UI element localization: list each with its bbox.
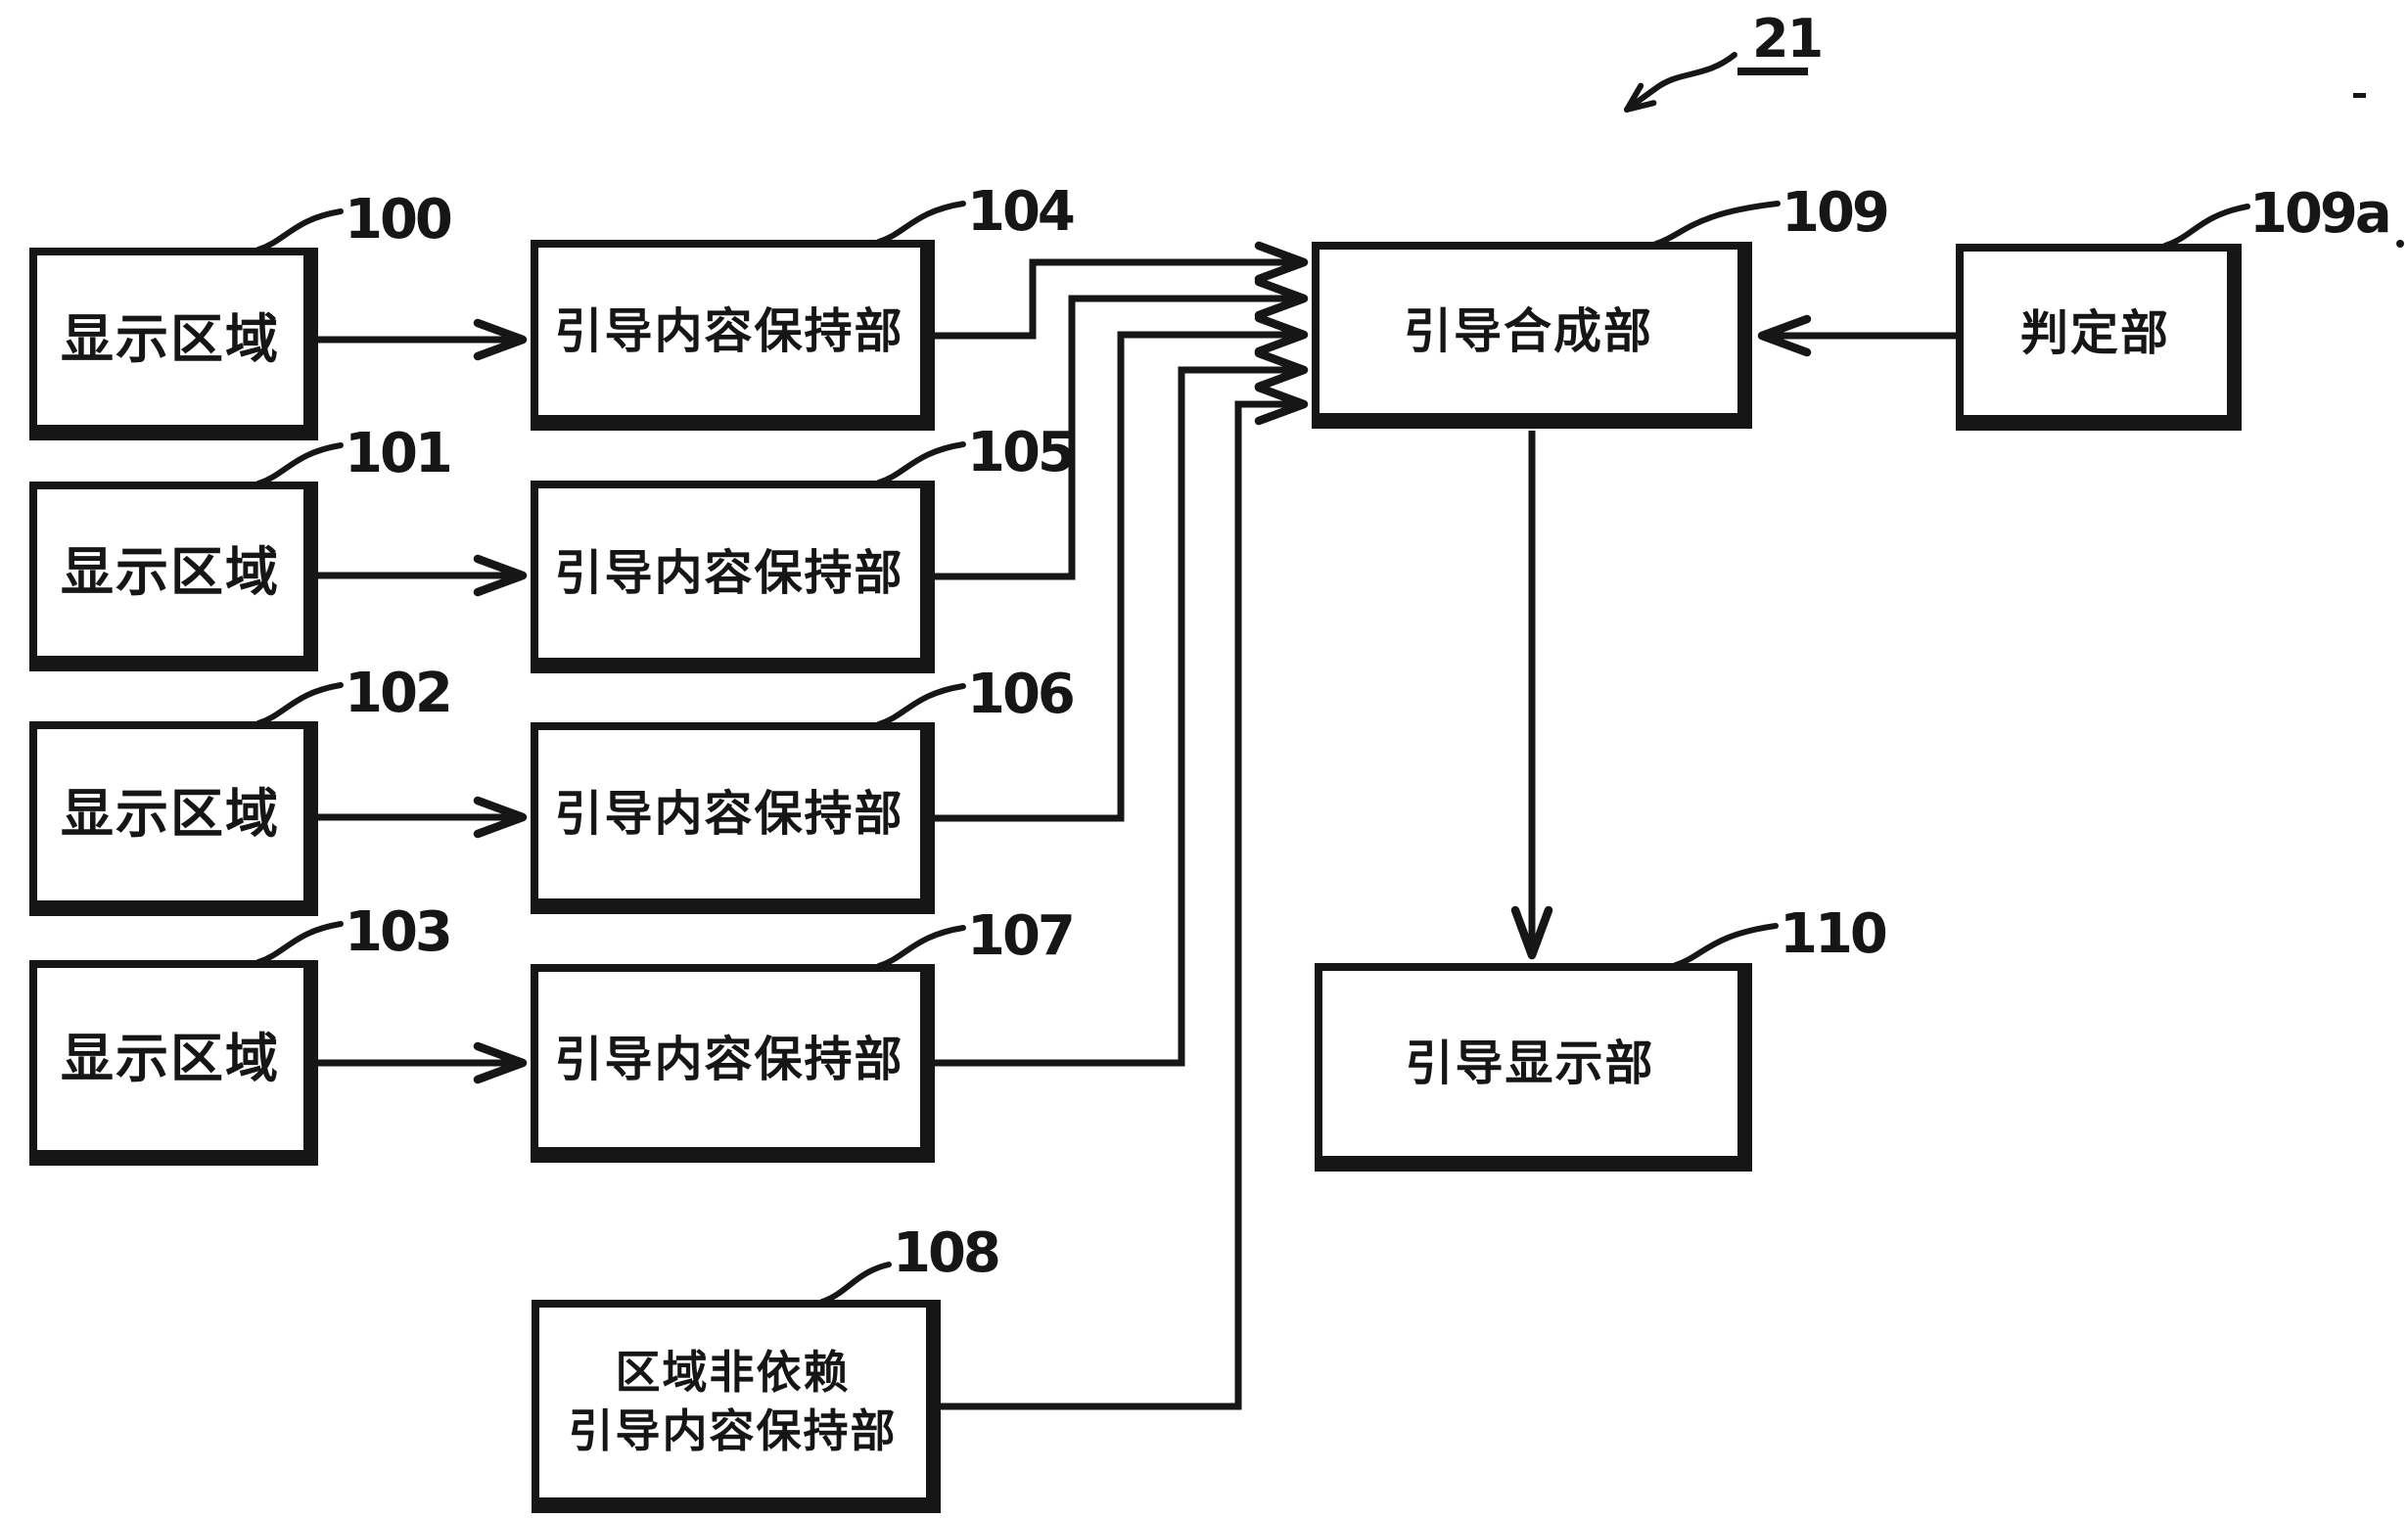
ref-label-101: 101 — [345, 422, 453, 485]
leader-102 — [255, 682, 344, 726]
guidance-content-holder-box-104: 引导内容保持部 — [531, 240, 935, 431]
area-independent-line2: 引导内容保持部 — [568, 1404, 898, 1457]
figure-number: 21 — [1752, 8, 1824, 69]
guidance-content-holder-label-107: 引导内容保持部 — [554, 1031, 904, 1087]
leader-110 — [1673, 923, 1779, 968]
guidance-synthesis-label-109: 引导合成部 — [1403, 302, 1653, 359]
guidance-synthesis-box-109: 引导合成部 — [1312, 242, 1752, 429]
ref-label-106: 106 — [967, 663, 1076, 726]
guidance-content-holder-box-107: 引导内容保持部 — [531, 964, 935, 1163]
guidance-display-box-110: 引导显示部 — [1315, 963, 1752, 1172]
ref-label-104: 104 — [967, 180, 1076, 244]
leader-108 — [819, 1262, 892, 1305]
guidance-display-label-110: 引导显示部 — [1405, 1035, 1655, 1091]
area-independent-line1: 区域非依赖 — [615, 1346, 851, 1400]
display-area-label-100: 显示区域 — [61, 308, 280, 371]
display-area-label-101: 显示区域 — [61, 540, 280, 603]
ref-label-100: 100 — [345, 188, 453, 252]
guidance-content-holder-label-104: 引导内容保持部 — [554, 302, 904, 359]
ref-label-109: 109 — [1782, 181, 1890, 245]
display-area-box-102: 显示区域 — [29, 721, 318, 916]
ref-label-107: 107 — [967, 904, 1076, 968]
ref-label-105: 105 — [967, 421, 1076, 484]
display-area-box-101: 显示区域 — [29, 482, 318, 671]
leader-109a — [2162, 204, 2250, 249]
leader-109 — [1653, 201, 1781, 247]
ref-label-108: 108 — [893, 1221, 1001, 1285]
display-area-label-103: 显示区域 — [61, 1027, 280, 1089]
leader-103 — [255, 921, 344, 965]
display-area-box-103: 显示区域 — [29, 960, 318, 1166]
arrow-104-to-109 — [930, 241, 1309, 340]
leader-106 — [876, 683, 966, 727]
guidance-content-holder-label-105: 引导内容保持部 — [554, 544, 904, 601]
determination-box-109a: 判定部 — [1956, 244, 2242, 431]
guidance-content-holder-box-105: 引导内容保持部 — [531, 481, 935, 673]
leader-107 — [876, 925, 966, 969]
figure-number-arrow — [1624, 52, 1737, 113]
leader-100 — [255, 208, 344, 253]
guidance-content-holder-box-106: 引导内容保持部 — [531, 722, 935, 914]
leader-101 — [255, 442, 344, 486]
ref-label-102: 102 — [345, 662, 453, 725]
guidance-content-holder-label-106: 引导内容保持部 — [554, 786, 904, 843]
area-independent-holder-box-108: 区域非依赖 引导内容保持部 — [532, 1300, 941, 1513]
ref-label-110: 110 — [1780, 902, 1888, 966]
leader-105 — [876, 441, 966, 485]
scan-speck-3 — [2396, 240, 2404, 248]
determination-label-109a: 判定部 — [2019, 304, 2170, 361]
arrow-106-to-109 — [930, 313, 1309, 822]
ref-label-103: 103 — [345, 900, 453, 964]
display-area-box-100: 显示区域 — [29, 248, 318, 440]
display-area-label-102: 显示区域 — [61, 783, 280, 846]
leader-104 — [876, 201, 966, 245]
ref-label-109a: 109a — [2249, 182, 2392, 246]
area-independent-holder-label-108: 区域非依赖 引导内容保持部 — [569, 1344, 898, 1461]
scan-speck-2 — [2353, 93, 2366, 98]
